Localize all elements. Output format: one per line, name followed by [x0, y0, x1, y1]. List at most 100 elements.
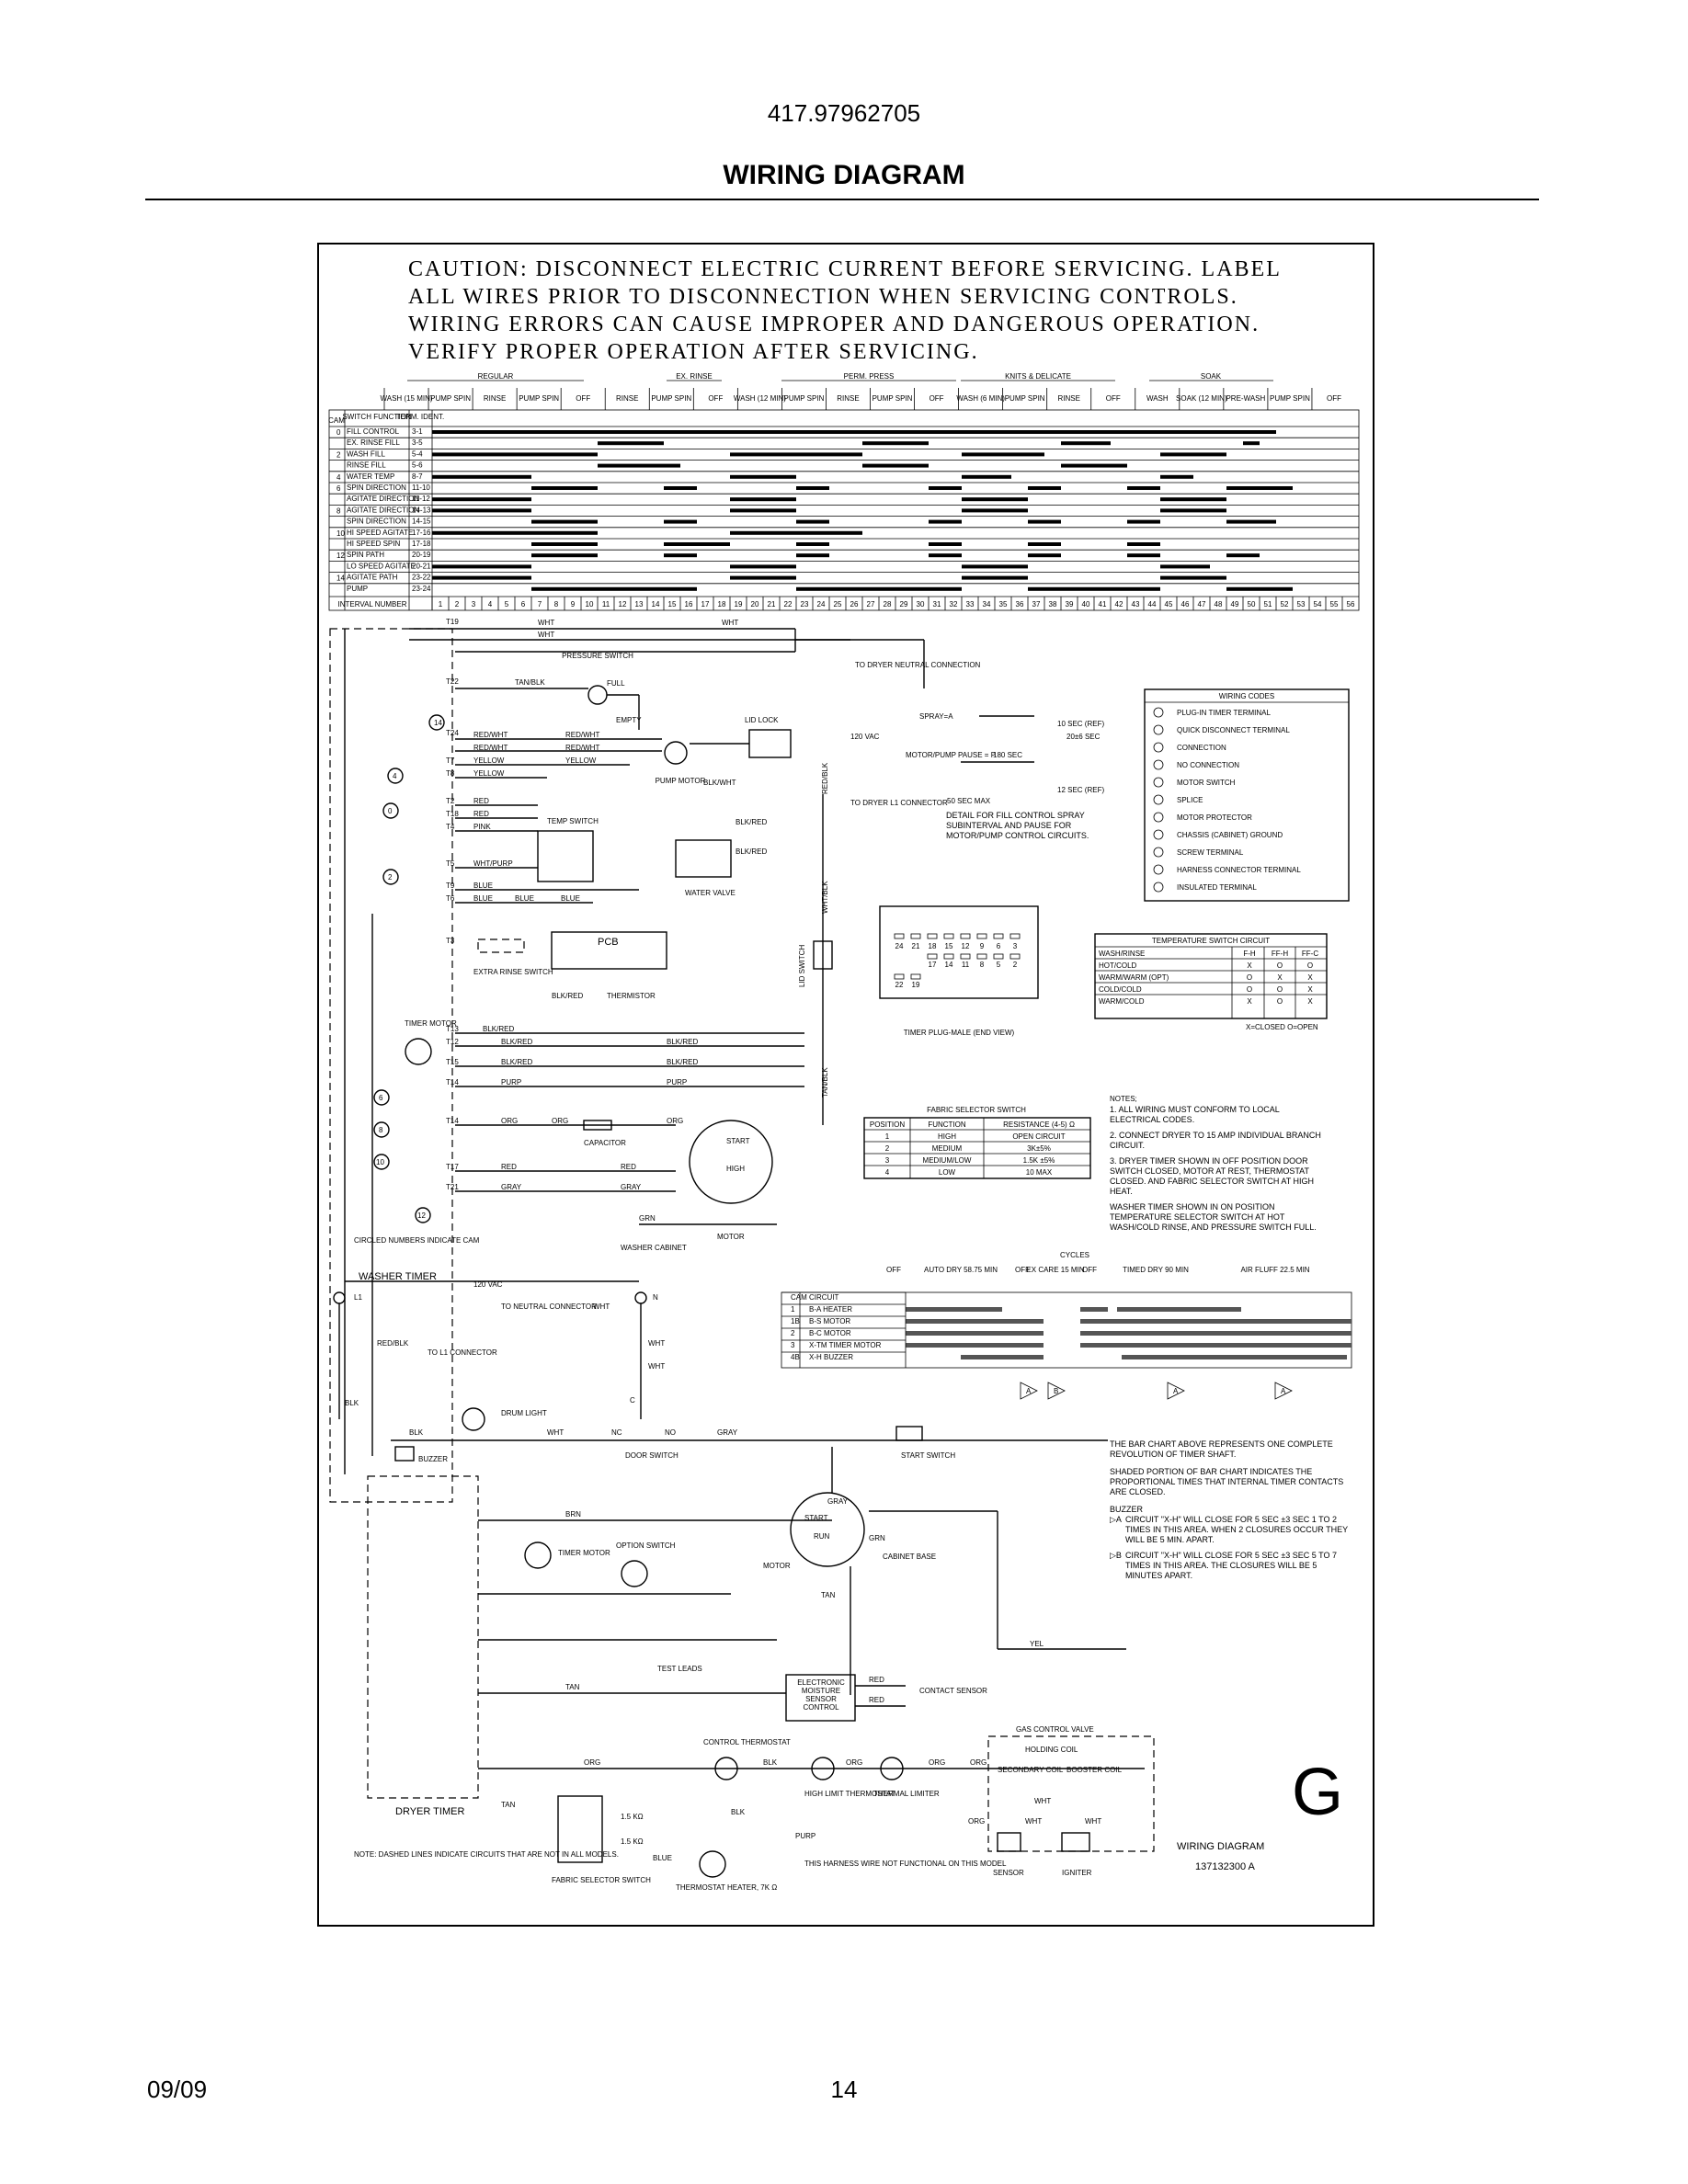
chart-bar: [1111, 463, 1127, 468]
temp-table-cell: X: [1307, 997, 1313, 1006]
temp-table-cell: O: [1307, 961, 1313, 970]
chart-bar: [796, 542, 813, 546]
terminal-label: T3: [446, 937, 455, 945]
chart-bar: [482, 530, 498, 535]
chart-bar: [531, 586, 548, 591]
chart-bar: [796, 519, 813, 524]
chart-bar: [1177, 452, 1193, 457]
temp-table-cell: FF-C: [1302, 950, 1318, 958]
chart-bar: [995, 575, 1011, 580]
chart-bar: [978, 497, 995, 502]
plug-pin-number: 3: [1013, 942, 1018, 950]
wire-label: ORG: [929, 1758, 945, 1767]
chart-bar: [1226, 553, 1243, 558]
chart-bar: [1127, 519, 1144, 524]
notes-block: NOTES; 1. ALL WIRING MUST CONFORM TO LOC…: [1110, 1095, 1321, 1232]
chart-bar: [1276, 586, 1293, 591]
chart-bar: [1044, 519, 1061, 524]
n-label: N: [653, 1293, 658, 1302]
chart-bar: [780, 575, 796, 580]
chart-row-term: 11-10: [412, 483, 430, 492]
wire-label: WHT: [538, 619, 554, 627]
plug-pin-number: 24: [895, 942, 904, 950]
interval-number: 49: [1231, 600, 1239, 609]
start-switch-label: START SWITCH: [901, 1451, 955, 1460]
chart-cam-number: 10: [336, 529, 345, 538]
wire-label: BLUE: [473, 894, 493, 903]
cycles-circuit-cell: CIRCUIT: [809, 1293, 839, 1302]
chart-bar: [449, 564, 465, 569]
chart-bar: [912, 463, 929, 468]
cycle-label: OFF: [708, 394, 723, 403]
temp-switch-label: TEMP SWITCH: [547, 817, 599, 825]
chart-bar: [1160, 564, 1177, 569]
interval-number: 38: [1049, 600, 1057, 609]
chart-bar: [465, 530, 482, 535]
plug-pin: [943, 933, 954, 939]
chart-row-function: LO SPEED AGITATE: [347, 562, 416, 570]
plug-pin: [993, 953, 1004, 960]
chart-bar: [1260, 430, 1276, 434]
chart-row-term: 3-1: [412, 427, 423, 436]
temp-table-cell: WARM/COLD: [1099, 997, 1145, 1006]
chart-bar: [879, 441, 895, 446]
cycles-cam-cell: 4B: [791, 1353, 800, 1361]
wiring-code-item: PLUG-IN TIMER TERMINAL: [1177, 709, 1271, 717]
cam-number: 14: [434, 719, 442, 727]
dryer-motor-icon: [790, 1492, 865, 1567]
interval-number: 27: [867, 600, 875, 609]
wire-label: YELLOW: [565, 756, 597, 765]
wire-label: BLK/RED: [667, 1038, 698, 1046]
chart-bar: [449, 474, 465, 479]
chart-bar: [498, 564, 515, 569]
vac-label: 120 VAC: [850, 733, 880, 741]
chart-bar: [664, 542, 680, 546]
interval-number: 48: [1215, 600, 1223, 609]
gas-valve-label: GAS CONTROL VALVE: [1016, 1725, 1094, 1734]
resistor-label: 1.5 KΩ: [621, 1837, 644, 1846]
wire-label: RED/WHT: [565, 731, 599, 739]
chart-bar: [1177, 430, 1193, 434]
cycle-label: WASH: [1146, 394, 1169, 403]
model-number: 417.97962705: [767, 99, 921, 127]
chart-bar: [763, 575, 780, 580]
chart-cam-number: 0: [336, 428, 341, 437]
interval-number: 9: [571, 600, 576, 609]
wire-label: WHT: [593, 1302, 610, 1311]
chart-row-function: AGITATE PATH: [347, 574, 398, 582]
chart-row-term: 17-16: [412, 529, 431, 537]
sensor-label: SENSOR: [993, 1869, 1024, 1877]
wiring-code-item: SPLICE: [1177, 796, 1203, 804]
chart-bar: [581, 452, 598, 457]
high-limit-label: HIGH LIMIT THERMOSTAT: [804, 1790, 895, 1798]
fabric-selector-label: FABRIC SELECTOR SWITCH: [552, 1876, 651, 1884]
interval-number: 11: [602, 600, 610, 609]
chart-row-function: EX. RINSE FILL: [347, 438, 400, 447]
wire-label: GRAY: [501, 1183, 522, 1191]
chart-bar: [780, 452, 796, 457]
chart-row-function: SPIN DIRECTION: [347, 483, 406, 492]
chart-bar: [879, 463, 895, 468]
chart-bar: [846, 586, 862, 591]
plug-pin-number: 8: [980, 961, 985, 969]
wire-label: GRAY: [621, 1183, 642, 1191]
cycle-label: WASH (6 MIN): [956, 394, 1005, 403]
chart-bar: [548, 542, 565, 546]
chart-bar: [664, 430, 680, 434]
chart-bar: [813, 530, 829, 535]
chart-bar: [796, 586, 813, 591]
chart-bar: [449, 575, 465, 580]
temp-table-cell: O: [1247, 985, 1252, 994]
chart-bar: [796, 452, 813, 457]
fabric-table-cell: 2: [885, 1144, 890, 1153]
chart-bar: [1044, 553, 1061, 558]
chart-bar: [813, 430, 829, 434]
chart-bar: [1028, 542, 1044, 546]
temp-table-cell: X: [1307, 985, 1313, 994]
chart-bars: [432, 430, 1293, 591]
timer-motor-label: TIMER MOTOR: [405, 1019, 457, 1028]
interval-number: 44: [1148, 600, 1157, 609]
diagram-frame: [317, 243, 1374, 1927]
chart-row-function: AGITATE DIRECTION: [347, 495, 419, 503]
fabric-table-title: FABRIC SELECTOR SWITCH: [927, 1106, 1026, 1114]
